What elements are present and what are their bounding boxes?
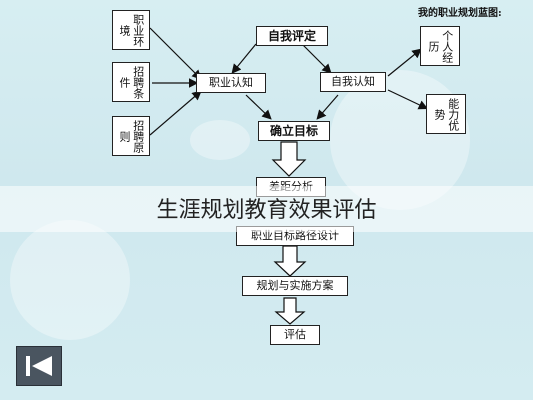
node-career-cognition: 职业认知 [196, 73, 266, 93]
node-recruit-rules: 招聘原则 [112, 116, 150, 156]
hollow-arrow-2 [273, 245, 307, 277]
skip-back-icon [26, 356, 52, 376]
hollow-arrow-3 [274, 297, 306, 325]
arrow-self-to-goal [316, 94, 339, 120]
arrow-self-to-exp [387, 48, 422, 77]
arrow-self-to-ability [387, 89, 429, 110]
hollow-arrow-1 [271, 141, 307, 177]
skip-back-button[interactable] [16, 346, 62, 386]
background-flower-left [10, 220, 130, 340]
node-self-assessment: 自我评定 [256, 26, 328, 46]
node-self-cognition: 自我认知 [320, 72, 386, 92]
node-recruit-conditions: 招聘条件 [112, 62, 150, 102]
node-set-goal: 确立目标 [258, 121, 330, 141]
arrow-env-to-career [149, 27, 202, 80]
diagram-title: 我的职业规划蓝图: [418, 8, 502, 19]
arrow-assessment-to-career [231, 43, 257, 74]
node-personal-experience: 个人经历 [420, 26, 460, 66]
node-career-environment: 职业环境 [112, 10, 150, 50]
caption-banner [0, 186, 533, 232]
slide-caption: 生涯规划教育效果评估 [156, 198, 377, 223]
node-plan-implementation: 规划与实施方案 [242, 276, 348, 296]
node-evaluation: 评估 [270, 325, 320, 345]
arrow-career-to-goal [245, 94, 272, 120]
arrow-assessment-to-self [301, 43, 332, 74]
node-ability-advantage: 能力优势 [426, 94, 466, 134]
arrow-rules-to-career [149, 90, 202, 136]
background-petal [190, 120, 250, 160]
